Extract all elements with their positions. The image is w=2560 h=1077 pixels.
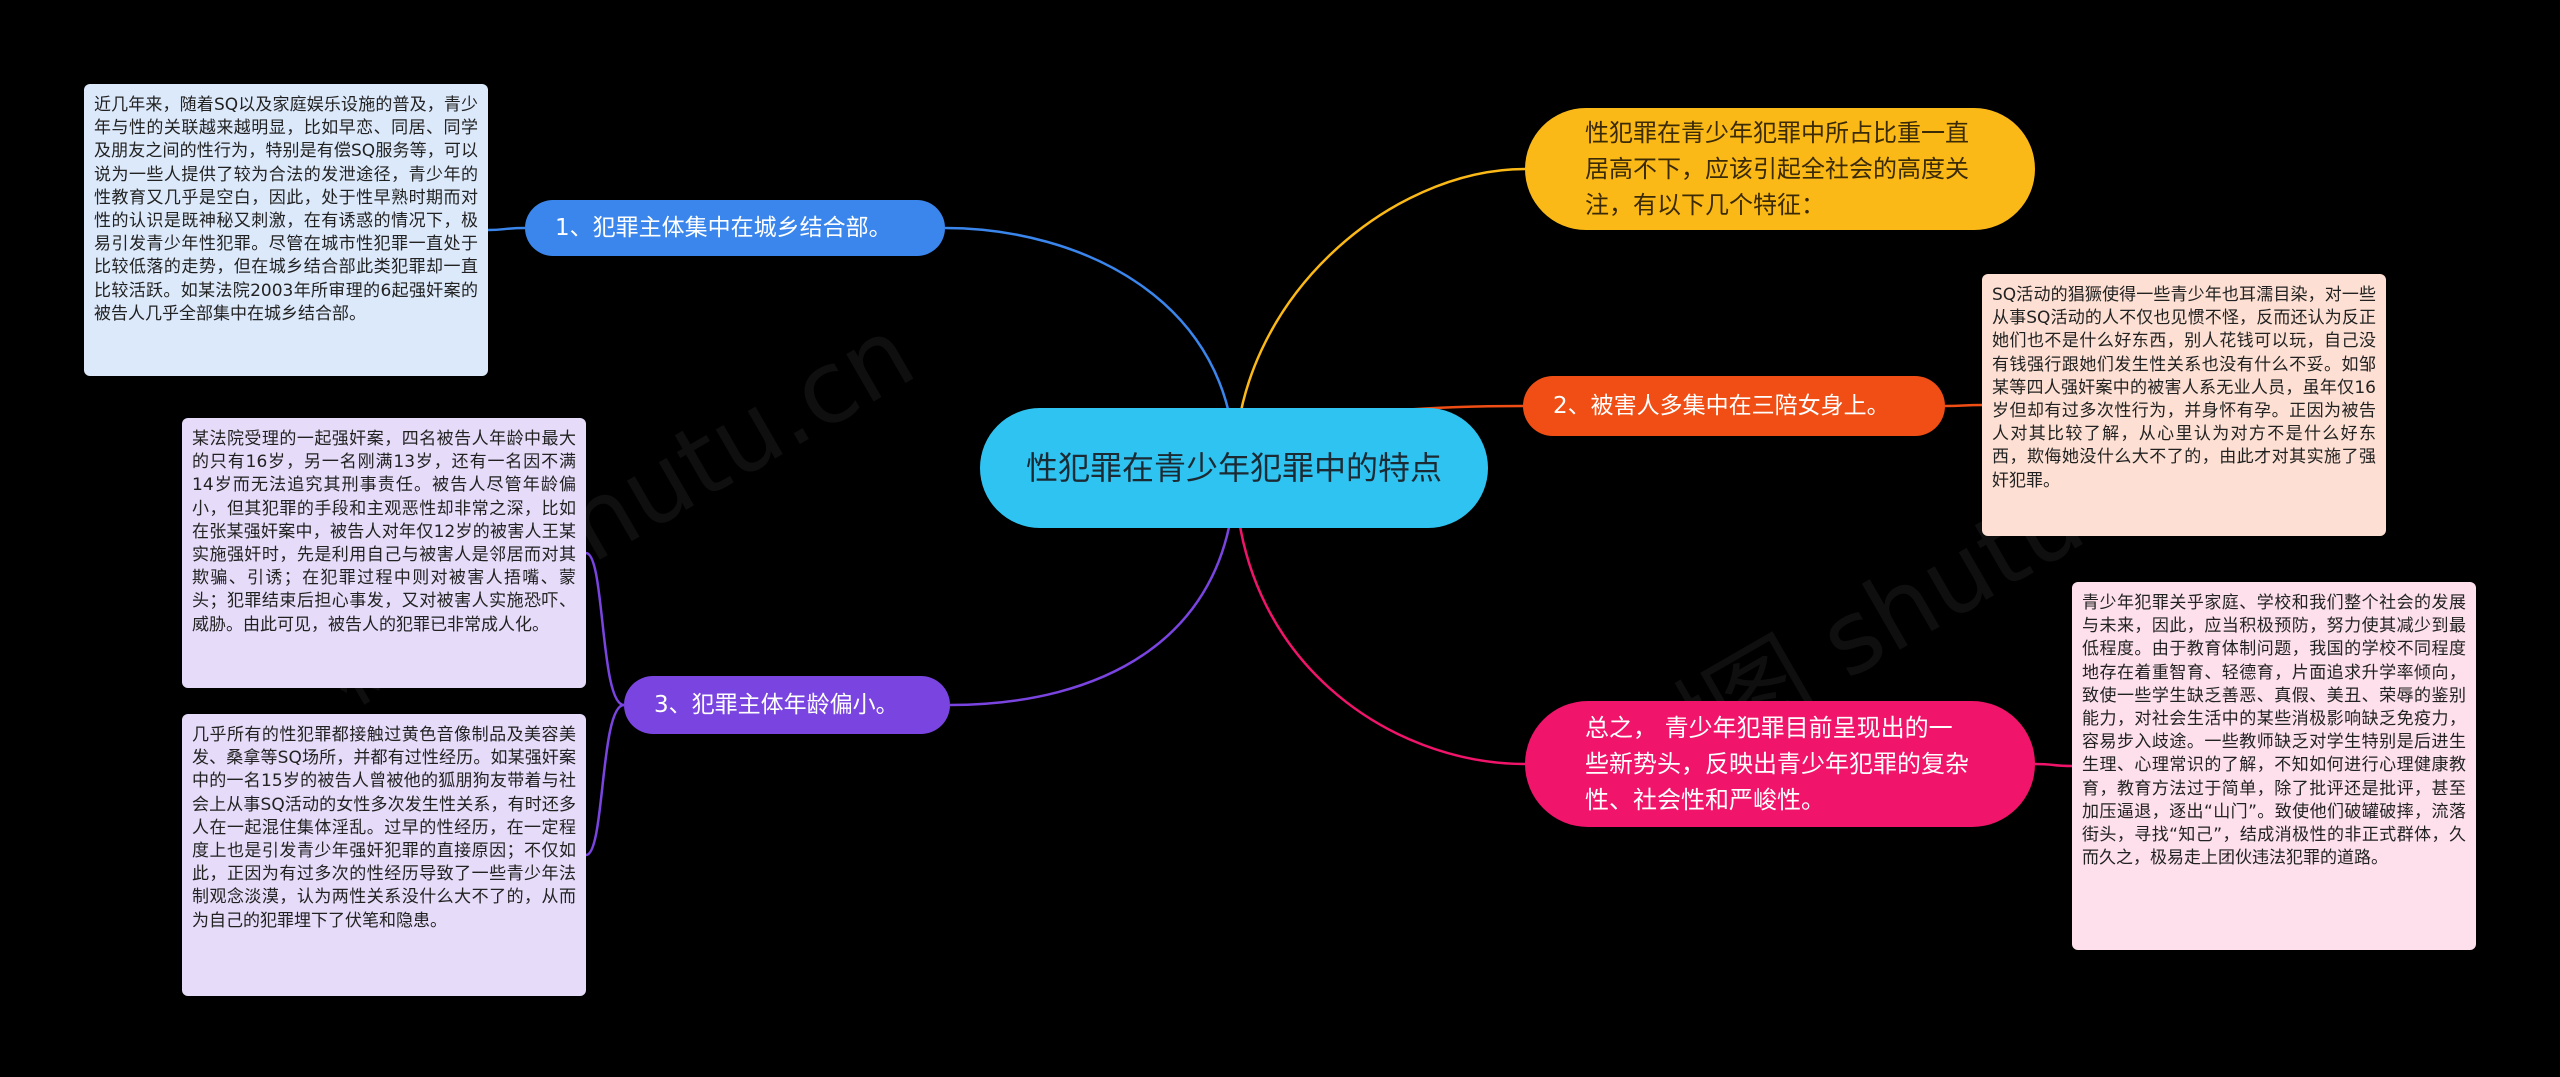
edge-b3-n2 [585, 551, 625, 707]
root-topic-label: 性犯罪在青少年犯罪中的特点 [1025, 449, 1442, 487]
edge-root-b4 [1233, 167, 1526, 469]
edge-b1-n1 [487, 226, 526, 232]
branch-conclusion[interactable]: 总之， 青少年犯罪目前呈现出的一些新势头，反映出青少年犯罪的复杂性、社会性和严峻… [1525, 701, 2035, 827]
branch-intro[interactable]: 性犯罪在青少年犯罪中所占比重一直居高不下，应该引起全社会的高度关注，有以下几个特… [1525, 108, 2035, 230]
note-urban-rural[interactable]: 近几年来，随着SQ以及家庭娱乐设施的普及，青少年与性的关联越来越明显，比如早恋、… [84, 84, 488, 376]
edge-root-b1 [944, 226, 1237, 469]
branch-label: 1、犯罪主体集中在城乡结合部。 [555, 215, 892, 241]
branch-label: 2、被害人多集中在三陪女身上。 [1553, 393, 1890, 419]
branch-urban-rural[interactable]: 1、犯罪主体集中在城乡结合部。 [525, 200, 945, 256]
edge-b2-n4 [1944, 403, 1983, 408]
note-conclusion[interactable]: 青少年犯罪关乎家庭、学校和我们整个社会的发展与未来，因此，应当积极预防，努力使其… [2072, 582, 2476, 950]
edge-root-b5 [1233, 467, 1526, 766]
branch-label: 3、犯罪主体年龄偏小。 [654, 692, 899, 718]
branch-young-age[interactable]: 3、犯罪主体年龄偏小。 [624, 676, 950, 734]
edge-root-b3 [949, 467, 1237, 707]
branch-victims[interactable]: 2、被害人多集中在三陪女身上。 [1523, 376, 1945, 436]
edge-b5-n5 [2034, 762, 2073, 768]
note-sexual-experience[interactable]: 几乎所有的性犯罪都接触过黄色音像制品及美容美发、桑拿等SQ场所，并都有过性经历。… [182, 714, 586, 996]
branch-label: 总之， 青少年犯罪目前呈现出的一些新势头，反映出青少年犯罪的复杂性、社会性和严峻… [1585, 714, 1969, 814]
branch-label: 性犯罪在青少年犯罪中所占比重一直居高不下，应该引起全社会的高度关注，有以下几个特… [1585, 119, 1969, 219]
note-young-age-case[interactable]: 某法院受理的一起强奸案，四名被告人年龄中最大的只有16岁，另一名刚满13岁，还有… [182, 418, 586, 688]
edge-b3-n3 [585, 703, 625, 857]
root-topic[interactable]: 性犯罪在青少年犯罪中的特点 [980, 408, 1488, 528]
note-victims[interactable]: SQ活动的猖獗使得一些青少年也耳濡目染，对一些从事SQ活动的人不仅也见惯不怪，反… [1982, 274, 2386, 536]
